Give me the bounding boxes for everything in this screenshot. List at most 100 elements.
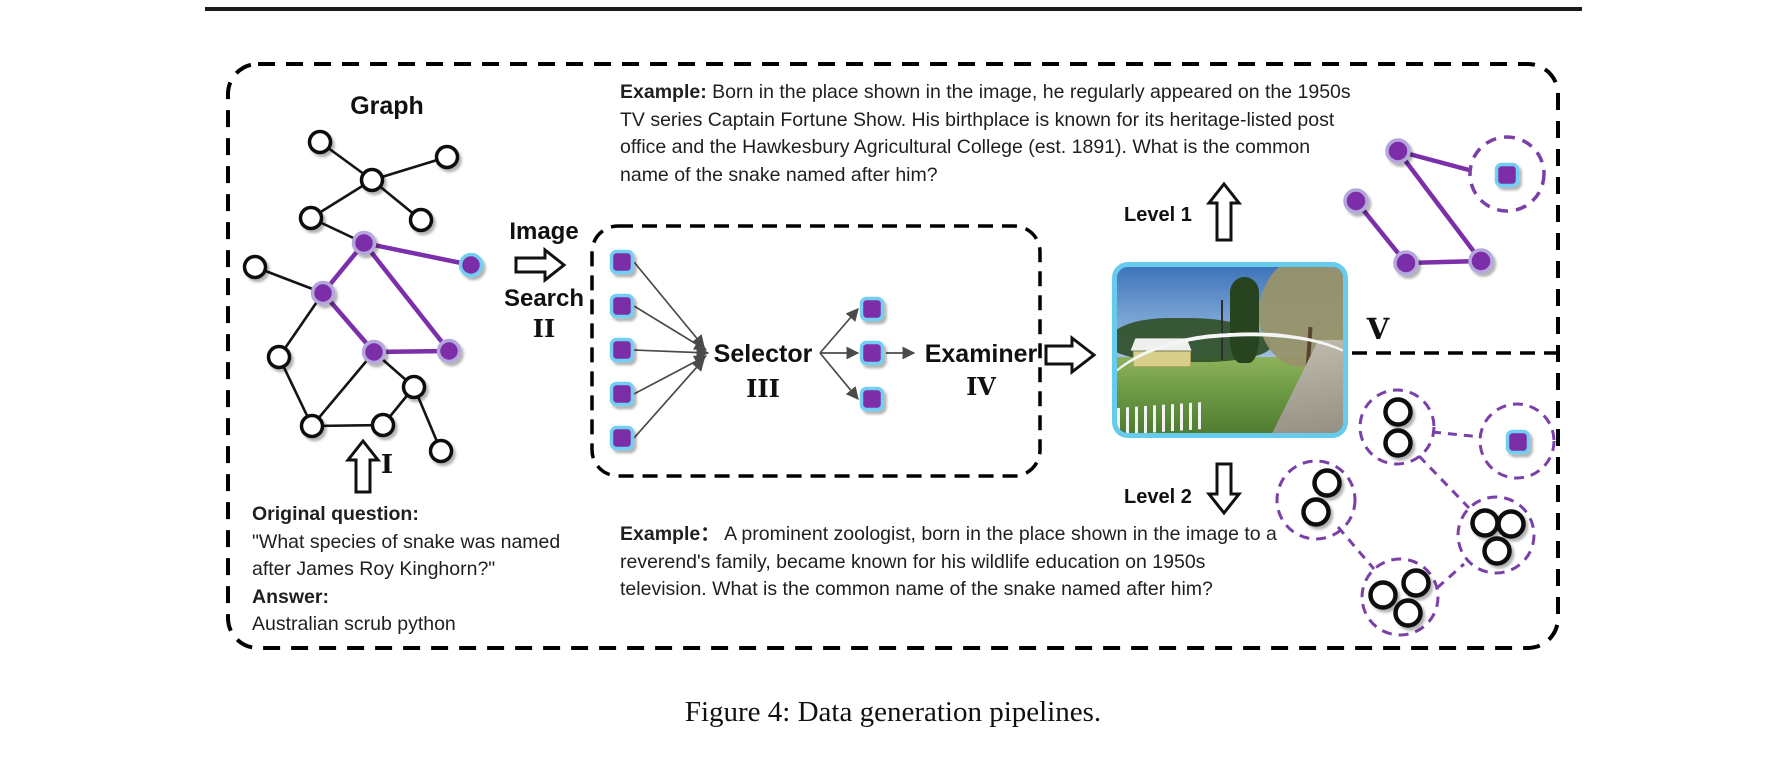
graph-node-plain xyxy=(299,413,325,439)
example-bottom-body: A prominent zoologist, born in the place… xyxy=(620,523,1277,600)
graph-node-plain xyxy=(359,167,385,193)
pipeline-outer-box xyxy=(226,62,1560,650)
graph-node-selected xyxy=(310,280,336,306)
level1-image-cluster-circle xyxy=(1468,135,1546,213)
graph-edge-highlight xyxy=(363,240,472,268)
example-top-prefix: Example: xyxy=(620,81,707,103)
fan-in-arrow xyxy=(633,261,705,348)
answer-heading: Answer: xyxy=(252,585,329,608)
image-search-label-line1: Image xyxy=(509,218,579,245)
fan-in-arrow xyxy=(633,355,708,395)
graph-node-plain xyxy=(428,438,454,464)
original-question-text: "What species of snake was named after J… xyxy=(252,530,561,581)
level2-node xyxy=(1368,580,1398,610)
photo-grandstand-roof xyxy=(1130,338,1192,351)
photo-grandstand xyxy=(1130,338,1192,367)
photo-flagpole xyxy=(1220,300,1223,360)
fan-in-arrow xyxy=(633,358,705,439)
candidate-image-square xyxy=(609,337,635,363)
graph-node-plain xyxy=(401,374,427,400)
photo-conifer-tree xyxy=(1230,276,1260,364)
photo-grandstand-wall xyxy=(1132,350,1192,367)
cluster-link xyxy=(1436,562,1465,590)
graph-edge-highlight xyxy=(362,241,451,353)
level2-cluster-circle xyxy=(1358,388,1436,466)
graph-edge xyxy=(371,155,448,182)
graph-node-plain xyxy=(434,144,460,170)
graph-node-selected xyxy=(436,338,462,364)
graph-edge-highlight xyxy=(321,291,376,354)
example-bottom-prefix: Example： xyxy=(620,523,720,545)
cluster-link xyxy=(1431,430,1482,439)
graph-node-query xyxy=(458,252,484,278)
candidate-image-square xyxy=(609,425,635,451)
graph-label: Graph xyxy=(350,92,424,120)
candidate-image-square xyxy=(609,381,635,407)
image-search-label-line2: Search xyxy=(503,285,585,312)
candidate-image-square xyxy=(609,293,635,319)
level1-node xyxy=(1343,188,1369,214)
level1-edge xyxy=(1396,149,1483,263)
level1-arrow-up-icon xyxy=(1205,181,1243,242)
level2-node xyxy=(1496,509,1526,539)
level2-node xyxy=(1482,536,1512,566)
cluster-link xyxy=(1417,454,1471,510)
selector-box xyxy=(590,224,1042,478)
level2-node xyxy=(1312,468,1342,498)
step-iii-numeral: III xyxy=(746,374,780,403)
answer-text: Australian scrub python xyxy=(252,613,456,635)
level1-edge xyxy=(1354,199,1408,265)
fan-in-arrow xyxy=(633,346,710,359)
level2-arrow-down-icon xyxy=(1205,462,1243,516)
step-iv-numeral: IV xyxy=(966,372,996,401)
step-i-numeral: I xyxy=(380,450,394,480)
selected-image-square xyxy=(859,386,885,412)
graph-node-plain xyxy=(408,207,434,233)
graph-node-selected xyxy=(361,339,387,365)
level2-cluster-circle xyxy=(1360,557,1440,637)
level2-node xyxy=(1383,397,1413,427)
graph-node-selected xyxy=(351,230,377,256)
step-i-arrow-up-icon xyxy=(344,438,382,494)
graph-node-plain xyxy=(266,344,292,370)
level2-cluster-circle xyxy=(1456,495,1536,575)
level1-image-square xyxy=(1494,162,1520,188)
image-search-arrow-right-icon xyxy=(514,246,567,284)
level2-node xyxy=(1301,497,1331,527)
level2-label: Level 2 xyxy=(1124,486,1192,508)
figure-caption: Figure 4: Data generation pipelines. xyxy=(684,696,1102,728)
level2-node xyxy=(1383,428,1413,458)
graph-edge xyxy=(311,351,375,427)
place-photo xyxy=(1112,262,1348,438)
selected-image-square xyxy=(859,296,885,322)
graph-edge xyxy=(277,292,325,358)
graph-edge-highlight xyxy=(373,348,450,355)
graph-node-plain xyxy=(242,254,268,280)
level1-node xyxy=(1385,138,1411,164)
candidate-image-square xyxy=(609,249,635,275)
fan-in-arrow xyxy=(633,305,708,351)
example-top-text: Example: Born in the place shown in the … xyxy=(620,79,1362,189)
step-ii-numeral: II xyxy=(532,314,556,343)
example-bottom-text: Example： A prominent zoologist, born in … xyxy=(620,521,1280,604)
fan-out-arrow xyxy=(819,308,859,354)
level1-node xyxy=(1393,250,1419,276)
level1-label: Level 1 xyxy=(1124,204,1192,226)
cluster-link xyxy=(1336,526,1376,570)
fan-out-arrow xyxy=(819,352,859,400)
graph-node-plain xyxy=(370,412,396,438)
graph-node-plain xyxy=(307,129,333,155)
selector-label: Selector xyxy=(713,340,813,368)
level2-cluster-circle xyxy=(1275,459,1357,541)
level2-node xyxy=(1401,568,1431,598)
level2-node xyxy=(1470,508,1500,538)
level2-node xyxy=(1393,598,1423,628)
step-v-numeral: V xyxy=(1366,312,1390,346)
level2-cluster-circle xyxy=(1478,402,1556,480)
graph-edge xyxy=(277,356,314,427)
original-question-heading: Original question: xyxy=(252,503,419,525)
examiner-output-arrow-right-icon xyxy=(1044,334,1097,376)
selected-image-square xyxy=(859,340,885,366)
